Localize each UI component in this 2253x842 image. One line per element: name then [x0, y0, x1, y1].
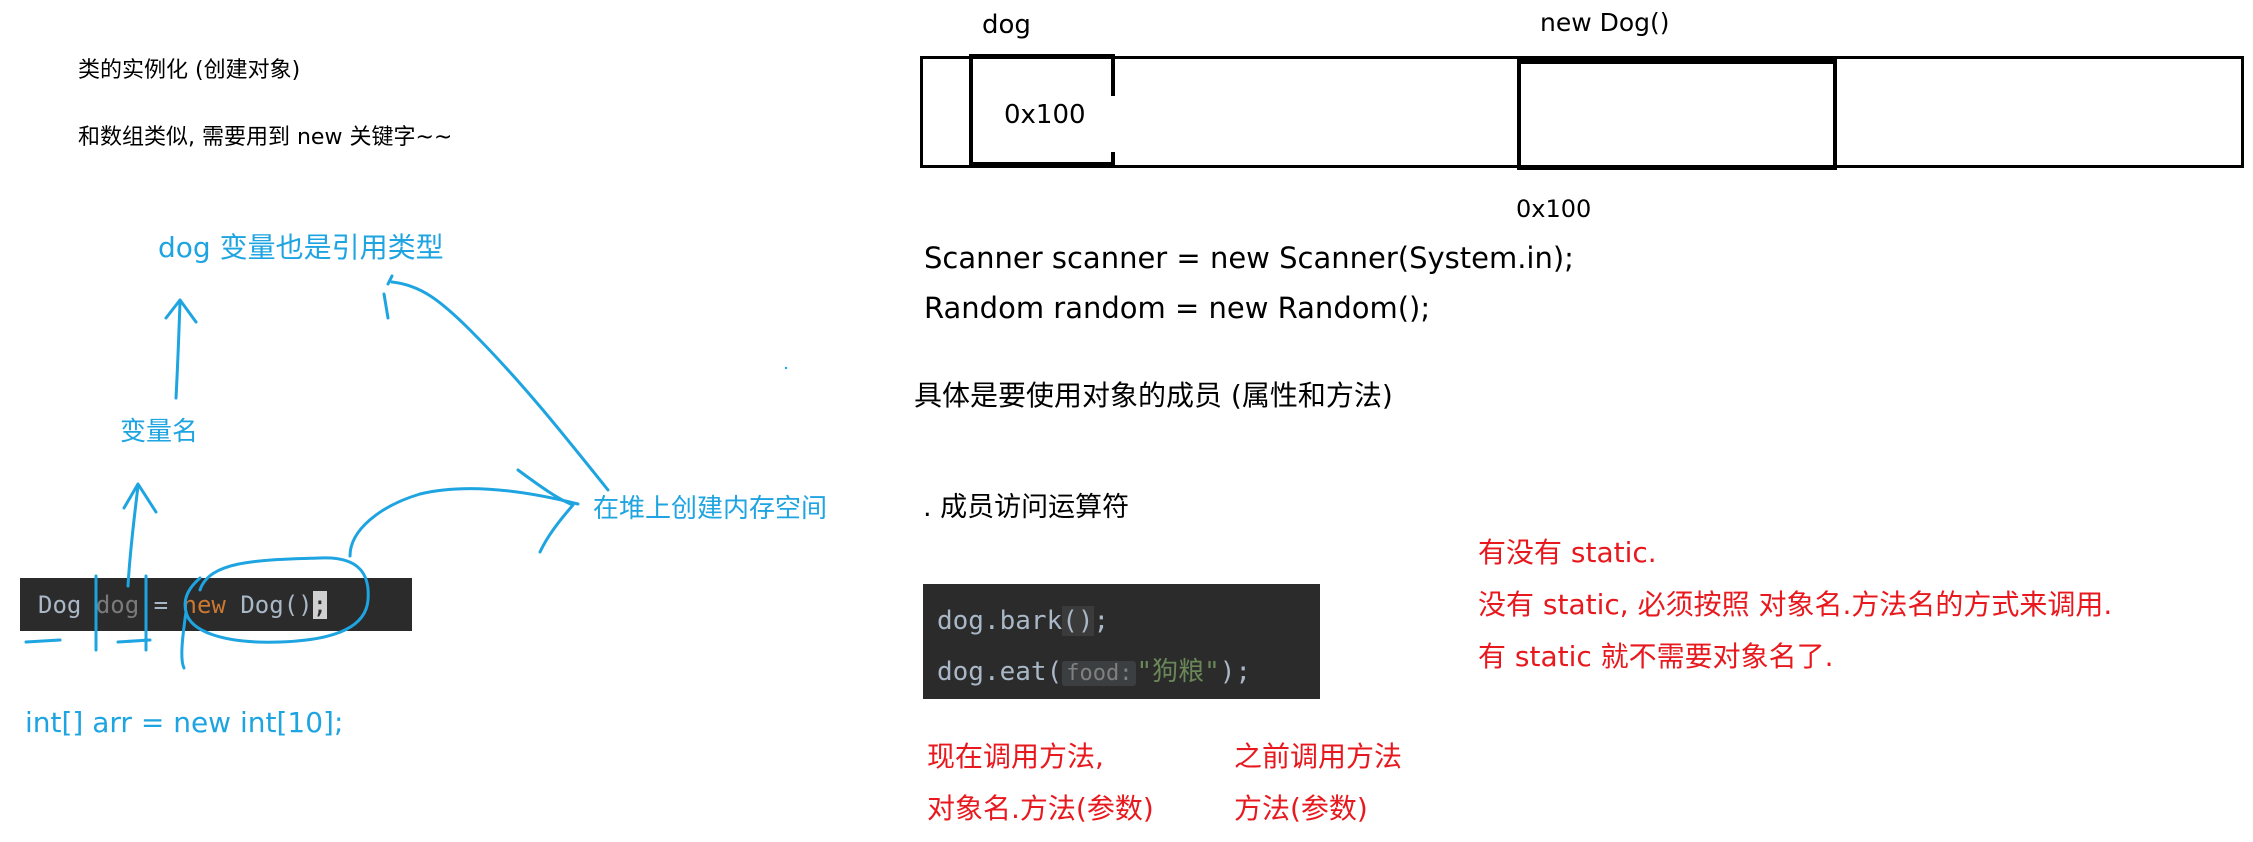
memory-obj-label: new Dog(): [1540, 8, 1670, 37]
static-note-2: 没有 static, 必须按照 对象名.方法名的方式来调用.: [1478, 588, 2113, 621]
code-ctor: Dog(): [240, 591, 313, 619]
array-example: int[] arr = new int[10];: [25, 706, 344, 739]
static-note-3: 有 static 就不需要对象名了.: [1478, 640, 1834, 673]
memory-var-label: dog: [982, 10, 1031, 40]
code-string-arg: "狗粮": [1136, 657, 1220, 687]
memory-ref-value: 0x100: [1004, 100, 1086, 130]
code-type: Dog: [38, 591, 82, 619]
memory-var-cell-right-tick: [1111, 54, 1115, 96]
code-eat-end: );: [1219, 657, 1252, 687]
code-param-hint: food:: [1062, 661, 1137, 686]
now-call-line1: 现在调用方法,: [927, 740, 1104, 773]
note-subtitle: 和数组类似, 需要用到 new 关键字~~: [78, 125, 453, 150]
java-line-random: Random random = new Random();: [924, 291, 1431, 325]
now-call-line2: 对象名.方法(参数): [927, 792, 1154, 825]
code-semicolon: ;: [312, 591, 328, 619]
memory-object-cell: [1517, 58, 1837, 170]
memory-var-cell: [969, 54, 1115, 166]
memory-var-cell-right-tick-bottom: [1111, 152, 1115, 166]
code-bark-semi: ;: [1093, 606, 1110, 636]
dot-operator-note: . 成员访问运算符: [923, 492, 1130, 523]
static-note-1: 有没有 static.: [1478, 536, 1657, 569]
members-note: 具体是要使用对象的成员 (属性和方法): [914, 379, 1393, 412]
code-snippet-instantiation: Dog dog = new Dog();: [20, 578, 412, 631]
code-new-keyword: new: [182, 591, 226, 619]
annotation-ref-type: dog 变量也是引用类型: [158, 231, 444, 264]
code-eq: =: [153, 591, 169, 619]
code-snippet-method-calls: dog.bark(); dog.eat(food:"狗粮");: [923, 584, 1320, 699]
note-title: 类的实例化 (创建对象): [78, 58, 301, 83]
annotation-var-name: 变量名: [120, 417, 199, 447]
code-bark-call: dog.bark: [937, 606, 1063, 636]
annotation-heap-alloc: 在堆上创建内存空间: [593, 494, 828, 524]
memory-address-label: 0x100: [1516, 195, 1592, 223]
java-line-scanner: Scanner scanner = new Scanner(System.in)…: [924, 241, 1574, 275]
code-bark-parens: (): [1062, 606, 1094, 636]
code-var: dog: [95, 591, 140, 619]
before-call-line1: 之前调用方法: [1234, 740, 1403, 773]
before-call-line2: 方法(参数): [1234, 792, 1368, 825]
code-eat-call: dog.eat(: [937, 657, 1063, 687]
